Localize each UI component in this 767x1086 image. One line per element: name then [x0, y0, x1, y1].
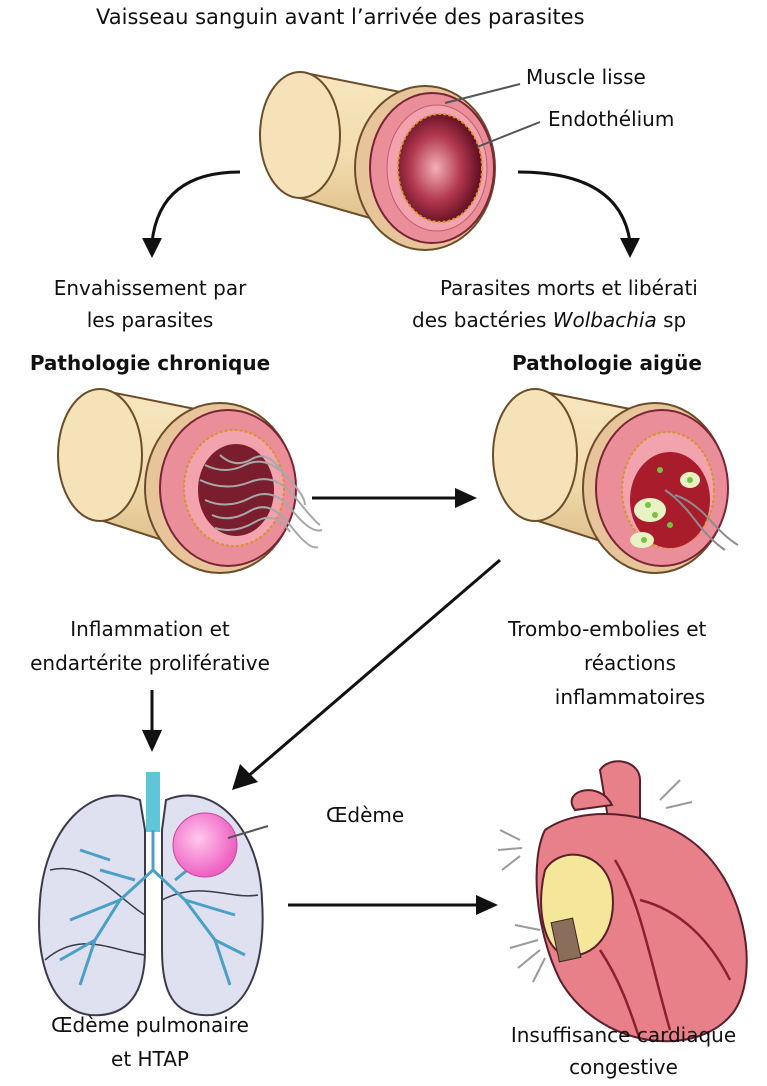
label-oedeme-pulmonaire-1: Œdème pulmonaire [0, 1010, 300, 1040]
label-oedeme-pulmonaire-2: et HTAP [0, 1044, 300, 1074]
heart-illustration [498, 761, 747, 1041]
vessel-chronic [58, 389, 322, 573]
label-endothelium: Endothélium [548, 104, 674, 134]
label-acute-line2-c: sp [657, 308, 686, 332]
arrow-to-acute [518, 172, 630, 242]
label-acute-line2-a: des bactéries [412, 308, 553, 332]
label-insuffisance-1: Insuffisance cardiaque [480, 1020, 767, 1050]
label-acute-line2: des bactéries Wolbachia sp [412, 305, 686, 335]
label-chronic-cause: Envahissement par les parasites [0, 273, 300, 335]
label-inflammation-1: Inflammation et [0, 614, 300, 644]
heading-pathologie-aigue: Pathologie aigüe [512, 348, 702, 378]
label-oedeme: Œdème [326, 800, 404, 830]
label-chronic-line2: les parasites [0, 305, 300, 335]
label-trombo-3: inflammatoires [520, 682, 740, 712]
lungs-illustration [39, 772, 263, 1015]
arrow-to-chronic [152, 172, 240, 242]
label-acute-line1: Parasites morts et libérati [440, 273, 698, 303]
edema-spot [173, 813, 237, 877]
label-inflammation-2: endartérite proliférative [0, 648, 300, 678]
heading-pathologie-chronique: Pathologie chronique [0, 348, 300, 378]
label-muscle-lisse: Muscle lisse [526, 62, 646, 92]
vessel-acute [493, 389, 738, 573]
label-wolbachia: Wolbachia [553, 308, 657, 332]
label-trombo-2: réactions [520, 648, 740, 678]
label-insuffisance-2: congestive [480, 1052, 767, 1082]
label-trombo-1: Trombo-embolies et [508, 614, 706, 644]
label-chronic-line1: Envahissement par [0, 273, 300, 303]
diagram-title: Vaisseau sanguin avant l’arrivée des par… [96, 2, 585, 32]
